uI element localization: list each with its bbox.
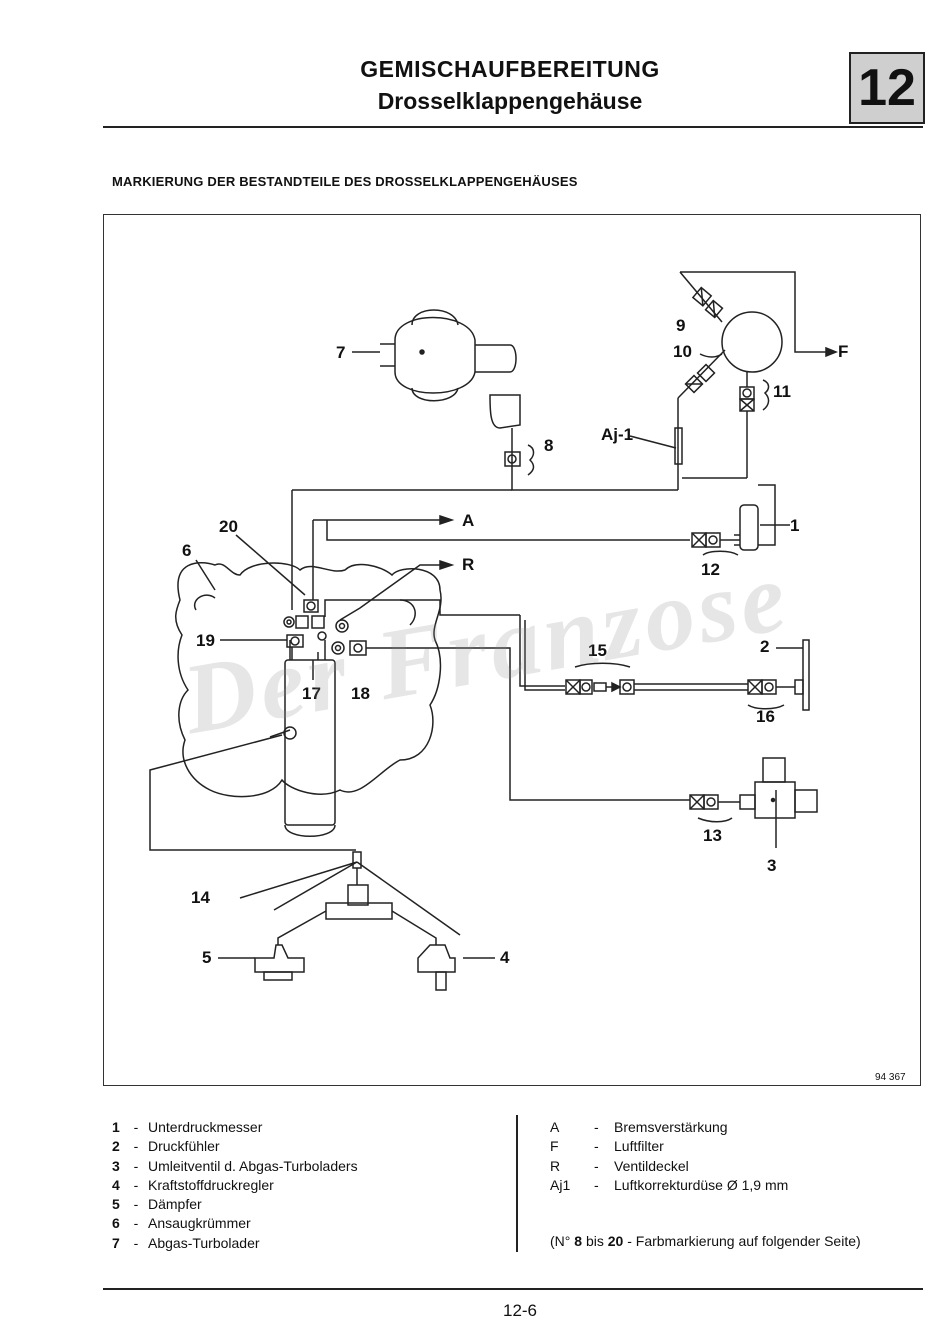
turbocharger-drawing: [380, 309, 521, 448]
legend-item: 6-Ansaugkrümmer: [112, 1215, 251, 1232]
callout-20: 20: [219, 517, 238, 536]
vacuum-gauge-drawing: [691, 484, 776, 551]
leader-lines: [195, 351, 803, 959]
legend-item: R-Ventildeckel: [550, 1157, 689, 1174]
callout-15: 15: [588, 641, 607, 660]
legend-item: 4-Kraftstoffdruckregler: [112, 1176, 274, 1193]
callout-4: 4: [500, 948, 510, 967]
callout-13: 13: [703, 826, 722, 845]
callout-10: 10: [673, 342, 692, 361]
page-title: GEMISCHAUFBEREITUNG: [360, 56, 660, 82]
legend-components: 1-Unterdruckmesser 2-Druckfühler 3-Umlei…: [112, 1118, 358, 1253]
hose-bundle-drawing: [283, 514, 690, 801]
legend-item: 2-Druckfühler: [112, 1138, 220, 1155]
chapter-badge: 12: [849, 52, 925, 124]
legend-separator: [516, 1115, 518, 1252]
legend-connections: A-Bremsverstärkung F-Luftfilter R-Ventil…: [550, 1118, 788, 1195]
callout-19: 19: [196, 631, 215, 650]
legend-item: 1-Unterdruckmesser: [112, 1119, 263, 1135]
callout-r: R: [462, 555, 474, 574]
callout-aj1: Aj-1: [601, 425, 633, 444]
legend-item: 5-Dämpfer: [112, 1196, 202, 1213]
header-rule: [103, 126, 923, 128]
air-filter-junction-drawing: [677, 271, 839, 478]
color-marking-note: (N° 8 bis 20 - Farbmarkierung auf folgen…: [550, 1233, 861, 1249]
callout-a: A: [462, 511, 474, 530]
callout-5: 5: [202, 948, 211, 967]
callout-7: 7: [336, 343, 345, 362]
callout-1: 1: [790, 516, 799, 535]
callout-17: 17: [302, 684, 321, 703]
bypass-valve-drawing: [689, 757, 818, 819]
callout-18: 18: [351, 684, 370, 703]
legend-item: Aj1-Luftkorrekturdüse Ø 1,9 mm: [550, 1176, 789, 1193]
callout-11: 11: [773, 382, 791, 401]
callout-6: 6: [182, 541, 191, 560]
callout-2: 2: [760, 637, 769, 656]
pressure-sensor-line-drawing: [565, 639, 810, 711]
bracket-marks: [527, 353, 785, 823]
callout-3: 3: [767, 856, 776, 875]
callout-16: 16: [756, 707, 775, 726]
fuel-regulator-line-drawing: [149, 726, 461, 991]
callout-9: 9: [676, 316, 685, 335]
page-number: 12-6: [502, 1301, 538, 1320]
callout-12: 12: [701, 560, 720, 579]
figure-number: 94 367: [875, 1072, 906, 1083]
restrictor-aj1-drawing: [291, 398, 747, 598]
intake-manifold-drawing: [175, 562, 442, 837]
callout-f: F: [838, 342, 848, 361]
callout-8: 8: [544, 436, 553, 455]
legend-item: F-Luftfilter: [550, 1138, 664, 1155]
section-title: MARKIERUNG DER BESTANDTEILE DES DROSSELK…: [112, 174, 578, 189]
legend-item: 7-Abgas-Turbolader: [112, 1234, 260, 1251]
legend-item: 3-Umleitventil d. Abgas-Turboladers: [112, 1157, 358, 1174]
legend-item: A-Bremsverstärkung: [550, 1119, 728, 1135]
callout-14: 14: [191, 888, 210, 907]
footer-rule: [103, 1288, 923, 1290]
diagram-frame: [103, 214, 921, 1086]
page-subtitle: Drosselklappengehäuse: [377, 88, 643, 114]
